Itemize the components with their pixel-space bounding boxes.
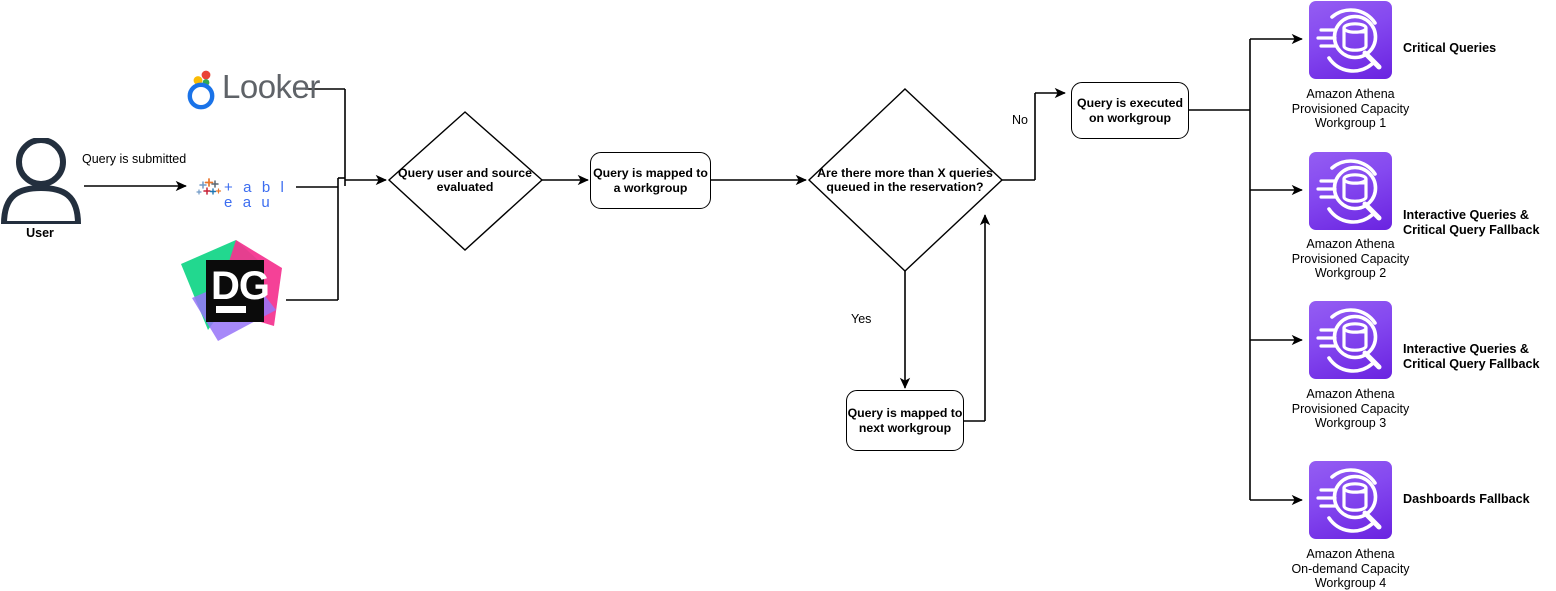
workgroup-caption-2: Amazon Athena Provisioned Capacity Workg…	[1291, 237, 1410, 281]
workgroup-title-4: Dashboards Fallback	[1403, 492, 1530, 506]
workgroup-caption-3: Amazon Athena Provisioned Capacity Workg…	[1291, 387, 1410, 431]
workgroup-caption-1: Amazon Athena Provisioned Capacity Workg…	[1291, 87, 1410, 131]
workgroup-title-1: Critical Queries	[1403, 41, 1497, 55]
datagrip-logo-icon: DG	[178, 238, 288, 343]
workgroup-caption-4: Amazon Athena On-demand Capacity Workgro…	[1291, 547, 1410, 591]
tableau-logo-icon: + a b l e a u	[196, 176, 296, 210]
looker-logo-icon: Looker	[182, 68, 320, 110]
process-query-executed-on-workgroup[interactable]	[1071, 82, 1189, 139]
user-icon	[0, 137, 84, 227]
datagrip-wordmark: DG	[211, 264, 270, 308]
amazon-athena-icon	[1309, 461, 1392, 539]
workgroup-title-2: Interactive Queries & Critical Query Fal…	[1403, 208, 1540, 237]
user-label: User	[26, 226, 54, 240]
amazon-athena-icon	[1309, 152, 1392, 230]
looker-wordmark: Looker	[222, 68, 320, 105]
edge-label-no: No	[1012, 113, 1028, 127]
process-query-mapped-to-workgroup[interactable]	[590, 152, 711, 209]
edge-label-query-submitted: Query is submitted	[82, 152, 187, 166]
tableau-wordmark: + a b l e a u	[224, 179, 287, 211]
amazon-athena-icon	[1309, 301, 1392, 379]
amazon-athena-icon	[1309, 1, 1392, 79]
edge-label-yes: Yes	[851, 312, 872, 326]
workgroup-title-3: Interactive Queries & Critical Query Fal…	[1403, 342, 1540, 371]
process-query-mapped-next-workgroup[interactable]	[846, 390, 964, 451]
